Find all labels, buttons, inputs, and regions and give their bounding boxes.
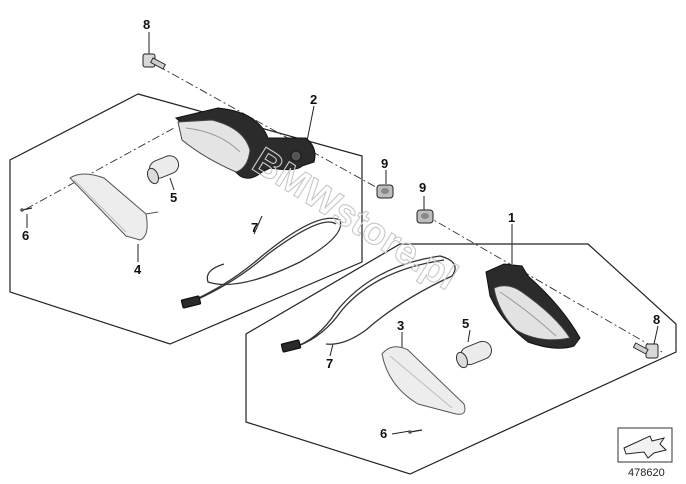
callout-screw-top: 8 [143, 17, 150, 32]
cable-left [180, 217, 342, 309]
axis-line-top [157, 65, 393, 197]
direction-icon-box [617, 427, 673, 463]
callout-bulb-left: 5 [170, 190, 177, 205]
axis-line-left-lens [25, 127, 175, 210]
callout-bulb-right: 5 [462, 316, 469, 331]
pin-right [408, 429, 423, 434]
bulb-left [146, 155, 180, 185]
callout-pin-left: 6 [22, 228, 29, 243]
callout-pin-right: 6 [380, 426, 387, 441]
callout-indicator-left: 2 [310, 92, 317, 107]
callout-lens-left: 4 [134, 262, 142, 277]
indicator-housing-right [485, 263, 581, 349]
callout-lens-right: 3 [397, 318, 404, 333]
arrow-icon [623, 435, 667, 459]
callout-indicator-right: 1 [508, 210, 515, 225]
screw-right [632, 342, 659, 359]
pin-left [20, 207, 33, 212]
axis-line-right [424, 214, 663, 353]
diagram-number: 478620 [628, 467, 665, 479]
lens-right [381, 346, 466, 415]
assembly-frame-left [9, 93, 363, 345]
cable-right [280, 255, 456, 353]
leader-lines [26, 32, 659, 435]
indicator-housing-left [174, 107, 316, 179]
nut-right [416, 209, 434, 224]
callout-cable-right: 7 [326, 356, 333, 371]
callout-nut-left: 9 [381, 156, 388, 171]
lens-left [69, 173, 159, 241]
screw-top [142, 53, 166, 70]
nut-left [376, 184, 394, 199]
assembly-frame-right [245, 243, 677, 475]
bulb-right [455, 340, 492, 369]
callout-cable-left: 7 [251, 220, 258, 235]
axis-lines [25, 65, 663, 353]
callout-screw-right: 8 [653, 312, 660, 327]
callout-nut-right: 9 [419, 180, 426, 195]
